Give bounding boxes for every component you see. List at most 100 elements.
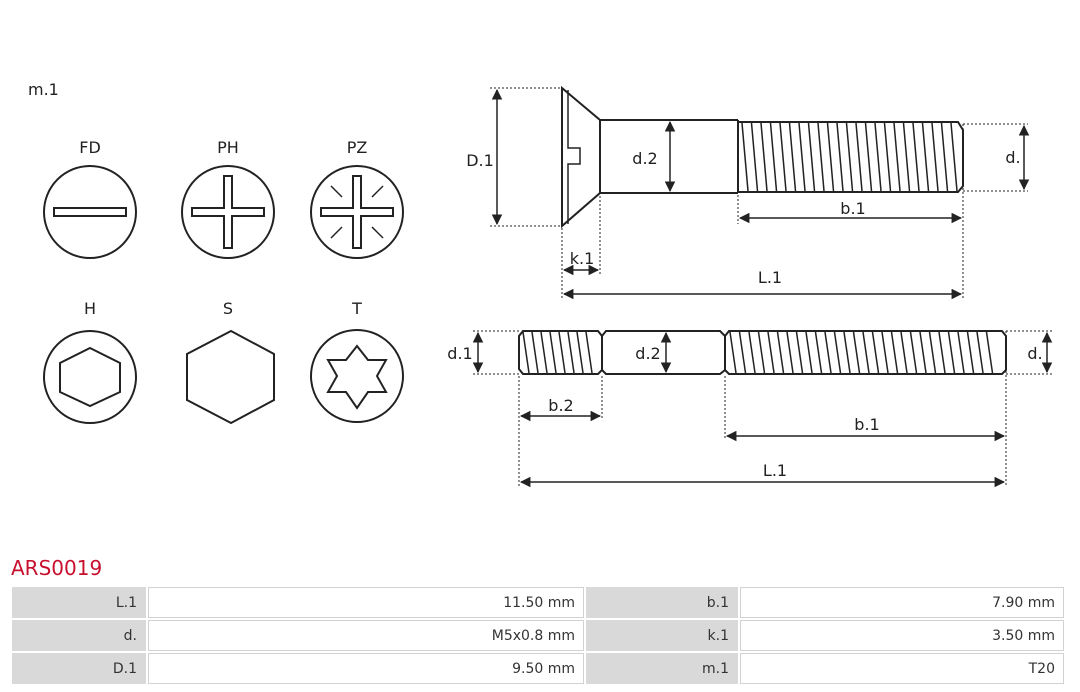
- thread-line: [890, 331, 899, 374]
- thread-line: [767, 331, 775, 374]
- thread-line: [779, 122, 787, 192]
- thread-line: [836, 122, 844, 192]
- screw-thread-lines: [741, 122, 958, 192]
- hex-socket-drive-icon: [43, 330, 137, 424]
- head-label-t: T: [351, 299, 362, 318]
- thread-line: [826, 122, 835, 192]
- spec-value: M5x0.8 mm: [148, 620, 584, 651]
- spec-key: k.1: [586, 620, 738, 651]
- spec-table: L.1 11.50 mm b.1 7.90 mm d. M5x0.8 mm k.…: [10, 585, 1066, 686]
- thread-line: [928, 331, 937, 374]
- part-number-title: ARS0019: [11, 556, 103, 580]
- stud-label-d2: d.2: [635, 344, 660, 363]
- spec-key: D.1: [12, 653, 146, 684]
- screw-label-b1: b.1: [840, 199, 865, 218]
- thread-line: [769, 122, 778, 192]
- thread-line: [893, 122, 901, 192]
- thread-line: [864, 122, 873, 192]
- table-row: D.1 9.50 mm m.1 T20: [12, 653, 1064, 684]
- thread-line: [576, 331, 584, 374]
- head-label-ph: PH: [217, 138, 239, 157]
- head-label-h: H: [84, 299, 96, 318]
- head-label-s: S: [223, 299, 233, 318]
- thread-line: [558, 331, 566, 374]
- spec-value: 7.90 mm: [740, 587, 1064, 618]
- screw-extension-lines: [490, 87, 1028, 300]
- thread-line: [845, 122, 854, 192]
- thread-line: [776, 331, 785, 374]
- pozidriv-drive-icon: [310, 165, 404, 259]
- thread-line: [540, 331, 548, 374]
- thread-line: [786, 331, 794, 374]
- thread-line: [902, 122, 911, 192]
- thread-line: [549, 331, 557, 374]
- thread-line: [798, 122, 806, 192]
- stud-thread-lines: [522, 331, 994, 374]
- thread-line: [874, 122, 882, 192]
- slotted-drive-icon: [43, 165, 137, 259]
- thread-line: [833, 331, 842, 374]
- thread-line: [585, 331, 593, 374]
- spec-key: L.1: [12, 587, 146, 618]
- spec-value: T20: [740, 653, 1064, 684]
- stud-label-d1: d.1: [447, 344, 472, 363]
- thread-line: [750, 122, 759, 192]
- spec-value: 11.50 mm: [148, 587, 584, 618]
- thread-line: [947, 331, 956, 374]
- stud-label-b1: b.1: [854, 415, 879, 434]
- hex-head-icon: [186, 329, 275, 425]
- thread-line: [940, 122, 949, 192]
- head-label-fd: FD: [79, 138, 101, 157]
- thread-line: [976, 331, 984, 374]
- thread-line: [950, 122, 958, 192]
- thread-line: [938, 331, 946, 374]
- thread-line: [760, 122, 768, 192]
- thread-line: [883, 122, 892, 192]
- spec-key: m.1: [586, 653, 738, 684]
- thread-line: [921, 122, 930, 192]
- stud-dimension-lines: [472, 331, 1053, 488]
- thread-line: [807, 122, 816, 192]
- phillips-drive-icon: [181, 165, 275, 259]
- spec-key: d.: [12, 620, 146, 651]
- thread-line: [824, 331, 832, 374]
- thread-line: [881, 331, 889, 374]
- screw-dimension-diagram: m.1 FD PH PZ H S T: [28, 80, 1053, 488]
- stud-label-d: d.: [1027, 344, 1042, 363]
- thread-line: [862, 331, 870, 374]
- thread-line: [912, 122, 920, 192]
- thread-line: [788, 122, 797, 192]
- spec-value: 3.50 mm: [740, 620, 1064, 651]
- thread-line: [738, 331, 747, 374]
- thread-line: [919, 331, 927, 374]
- screw-label-d1: D.1: [466, 151, 494, 170]
- thread-line: [871, 331, 880, 374]
- thread-line: [855, 122, 863, 192]
- screw-label-d: d.: [1005, 148, 1020, 167]
- drive-mark-label: m.1: [28, 80, 59, 99]
- thread-line: [909, 331, 918, 374]
- stud-label-b2: b.2: [548, 396, 573, 415]
- table-row: d. M5x0.8 mm k.1 3.50 mm: [12, 620, 1064, 651]
- screw-dimension-lines: [491, 88, 1030, 300]
- stud-extension-lines: [473, 330, 1052, 486]
- thread-line: [852, 331, 861, 374]
- thread-line: [795, 331, 804, 374]
- thread-line: [817, 122, 825, 192]
- spec-value: 9.50 mm: [148, 653, 584, 684]
- table-row: L.1 11.50 mm b.1 7.90 mm: [12, 587, 1064, 618]
- thread-line: [757, 331, 766, 374]
- screw-label-k1: k.1: [570, 249, 595, 268]
- head-label-pz: PZ: [347, 138, 368, 157]
- screw-label-d2: d.2: [632, 149, 657, 168]
- thread-line: [531, 331, 539, 374]
- stud-label-l1: L.1: [763, 461, 787, 480]
- thread-line: [729, 331, 737, 374]
- thread-line: [522, 331, 530, 374]
- thread-line: [985, 331, 994, 374]
- thread-line: [814, 331, 823, 374]
- thread-line: [900, 331, 908, 374]
- thread-line: [931, 122, 939, 192]
- thread-line: [966, 331, 975, 374]
- thread-line: [805, 331, 813, 374]
